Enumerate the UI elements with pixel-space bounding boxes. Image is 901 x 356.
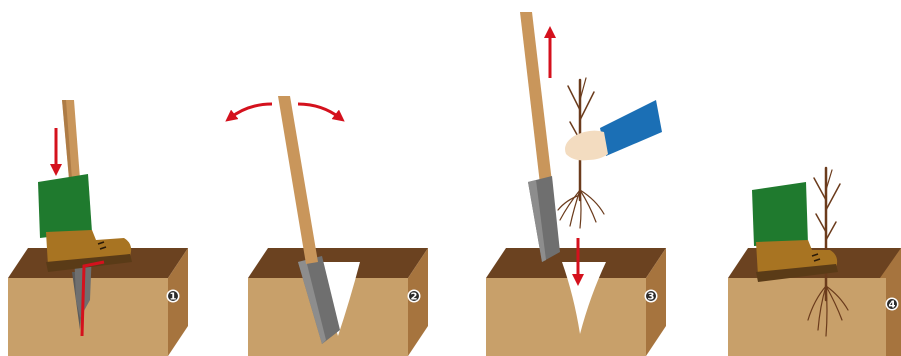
step-1: 1: [8, 100, 188, 356]
step-2: 2: [225, 96, 428, 356]
hand-icon: [565, 130, 608, 161]
spade-icon: [278, 96, 318, 264]
step-4: 4: [728, 166, 901, 356]
soil-block-3: [486, 248, 666, 356]
trouser-4: [752, 182, 808, 246]
arrow-icon: [80, 260, 105, 337]
step-number-1: 1: [170, 292, 177, 303]
step-number-3: 3: [648, 292, 655, 303]
soil-block-2: [248, 248, 428, 356]
sleeve: [600, 100, 662, 156]
boot-icon: [756, 240, 838, 282]
step-number-2: 2: [411, 292, 418, 303]
spade-icon: [520, 12, 552, 184]
step-number-4: 4: [889, 300, 896, 311]
arrow-icon: [225, 102, 273, 122]
trouser-1: [38, 174, 92, 238]
sapling-icon: [807, 166, 849, 337]
boot-icon: [46, 230, 132, 272]
arrow-icon: [297, 102, 345, 122]
step-3: 3: [486, 12, 666, 356]
